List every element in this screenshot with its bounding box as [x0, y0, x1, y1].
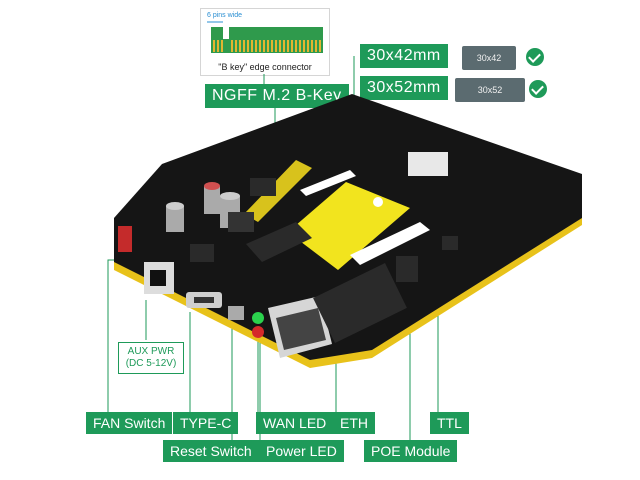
ngff-m2-label: NGFF M.2 B-Key	[205, 84, 349, 108]
edge-connector-card: 6 pins wide "B key" edge connector	[200, 8, 330, 76]
eth-label: ETH	[333, 412, 375, 434]
size-30x42-label: 30x42mm	[360, 44, 448, 68]
module-chip-30x52: 30x52	[455, 78, 525, 102]
fan-switch-label: FAN Switch	[86, 412, 173, 434]
aux-pwr-label: AUX PWR (DC 5-12V)	[118, 342, 184, 374]
edge-connector-illustration	[207, 21, 323, 53]
poe-module-label: POE Module	[364, 440, 458, 462]
aux-pwr-title: AUX PWR	[127, 346, 175, 357]
edge-connector-caption: "B key" edge connector	[218, 62, 312, 72]
reset-switch-label: Reset Switch	[163, 440, 259, 462]
type-c-label: TYPE-C	[173, 412, 239, 434]
check-icon	[529, 80, 547, 98]
check-icon	[526, 48, 544, 66]
wan-led-label: WAN LED	[256, 412, 334, 434]
module-chip-30x42: 30x42	[462, 46, 516, 70]
ttl-label: TTL	[430, 412, 469, 434]
pins-wide-note: 6 pins wide	[207, 12, 243, 19]
power-led-label: Power LED	[259, 440, 344, 462]
size-30x52-label: 30x52mm	[360, 76, 448, 100]
aux-pwr-voltage: (DC 5-12V)	[125, 358, 177, 369]
